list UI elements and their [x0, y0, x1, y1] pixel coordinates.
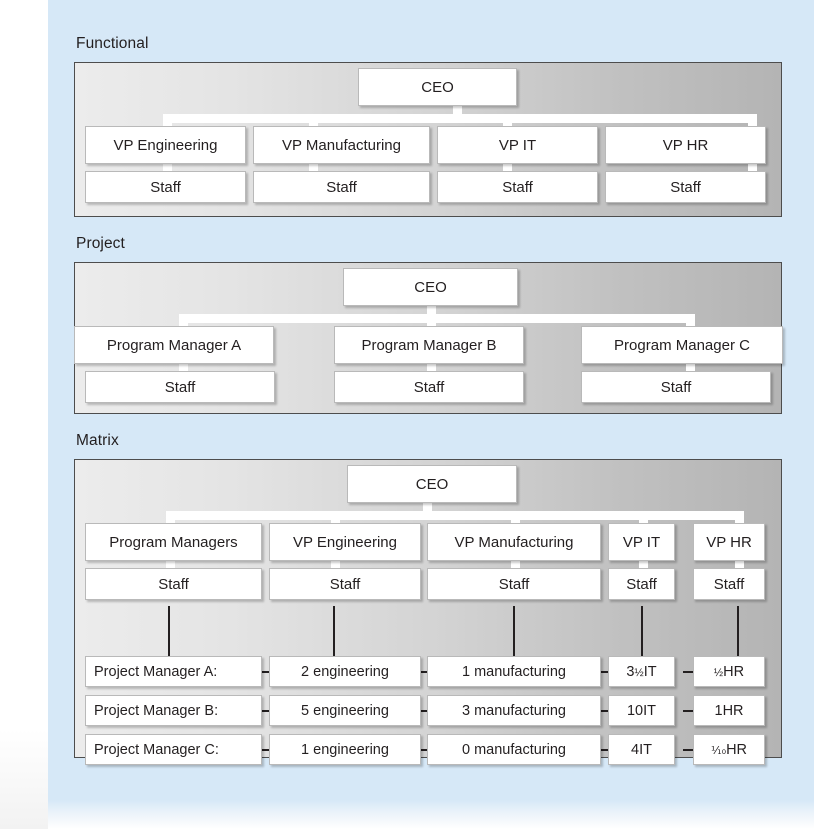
blue-canvas-fade — [48, 800, 814, 829]
node-vp-it[interactable]: VP IT — [437, 126, 598, 164]
dash-b-3 — [599, 710, 611, 712]
row-b-hr-whole: 1 — [714, 702, 723, 719]
connector-vertical-it — [641, 606, 643, 656]
panel-functional: CEO VP Engineering VP Manufacturing VP I… — [74, 62, 782, 217]
row-a-it-suffix: IT — [643, 663, 657, 680]
node-staff-program[interactable]: Staff — [85, 568, 262, 600]
row-c-it-whole: 4 — [631, 741, 640, 758]
row-b-hr[interactable]: 1 HR — [693, 695, 765, 726]
node-staff-a[interactable]: Staff — [85, 371, 275, 403]
row-b-hr-suffix: HR — [722, 702, 744, 719]
row-c-hr[interactable]: ⅒ HR — [693, 734, 765, 765]
row-a-label[interactable]: Project Manager A: — [85, 656, 262, 687]
panel-project: CEO Program Manager A Program Manager B … — [74, 262, 783, 414]
node-ceo[interactable]: CEO — [343, 268, 518, 306]
node-staff-b[interactable]: Staff — [334, 371, 524, 403]
dash-a-1 — [260, 671, 272, 673]
row-c-it-suffix: IT — [639, 741, 652, 758]
row-a-hr[interactable]: ½ HR — [693, 656, 765, 687]
row-c-hr-fraction: ⅒ — [710, 744, 727, 757]
connector-vertical-hr — [737, 606, 739, 656]
dash-b-1 — [260, 710, 272, 712]
rail-horizontal-bus — [163, 114, 757, 123]
dash-a-2 — [419, 671, 431, 673]
node-staff-it[interactable]: Staff — [608, 568, 675, 600]
row-a-hr-suffix: HR — [723, 663, 745, 680]
node-vp-hr[interactable]: VP HR — [693, 523, 765, 561]
dash-c-4 — [683, 749, 695, 751]
row-c-it[interactable]: 4 IT — [608, 734, 675, 765]
row-b-label[interactable]: Project Manager B: — [85, 695, 262, 726]
node-vp-engineering[interactable]: VP Engineering — [269, 523, 421, 561]
section-title-functional: Functional — [76, 35, 149, 52]
dash-a-4 — [683, 671, 695, 673]
row-b-it[interactable]: 10 IT — [608, 695, 675, 726]
node-staff-c[interactable]: Staff — [581, 371, 771, 403]
node-program-manager-c[interactable]: Program Manager C — [581, 326, 783, 364]
dash-c-1 — [260, 749, 272, 751]
node-staff-hr[interactable]: Staff — [605, 171, 766, 203]
dash-b-2 — [419, 710, 431, 712]
row-a-it-whole: 3 — [626, 663, 635, 680]
dash-a-3 — [599, 671, 611, 673]
node-program-manager-a[interactable]: Program Manager A — [74, 326, 274, 364]
dash-c-2 — [419, 749, 431, 751]
connector-vertical-manufacturing — [513, 606, 515, 656]
node-staff-engineering[interactable]: Staff — [85, 171, 246, 203]
row-b-manufacturing[interactable]: 3 manufacturing — [427, 695, 601, 726]
row-c-label[interactable]: Project Manager C: — [85, 734, 262, 765]
node-program-manager-b[interactable]: Program Manager B — [334, 326, 524, 364]
node-vp-manufacturing[interactable]: VP Manufacturing — [427, 523, 601, 561]
node-vp-hr[interactable]: VP HR — [605, 126, 766, 164]
rail-horizontal-bus — [179, 314, 695, 323]
row-a-hr-fraction: ½ — [713, 666, 724, 679]
row-c-hr-suffix: HR — [726, 741, 748, 758]
row-b-it-suffix: IT — [643, 702, 657, 719]
node-staff-engineering[interactable]: Staff — [269, 568, 421, 600]
connector-vertical-engineering — [333, 606, 335, 656]
section-title-matrix: Matrix — [76, 432, 119, 449]
section-title-project: Project — [76, 235, 125, 252]
row-b-engineering[interactable]: 5 engineering — [269, 695, 421, 726]
node-program-managers[interactable]: Program Managers — [85, 523, 262, 561]
connector-vertical-program — [168, 606, 170, 656]
node-ceo[interactable]: CEO — [347, 465, 517, 503]
node-vp-engineering[interactable]: VP Engineering — [85, 126, 246, 164]
node-vp-manufacturing[interactable]: VP Manufacturing — [253, 126, 430, 164]
node-vp-it[interactable]: VP IT — [608, 523, 675, 561]
row-c-manufacturing[interactable]: 0 manufacturing — [427, 734, 601, 765]
row-a-manufacturing[interactable]: 1 manufacturing — [427, 656, 601, 687]
node-staff-hr[interactable]: Staff — [693, 568, 765, 600]
node-ceo[interactable]: CEO — [358, 68, 517, 106]
dash-c-3 — [599, 749, 611, 751]
node-staff-manufacturing[interactable]: Staff — [427, 568, 601, 600]
row-c-engineering[interactable]: 1 engineering — [269, 734, 421, 765]
panel-matrix: CEO Program Managers VP Engineering VP M… — [74, 459, 782, 765]
row-b-it-whole: 10 — [626, 702, 644, 719]
node-staff-manufacturing[interactable]: Staff — [253, 171, 430, 203]
rail-horizontal-bus — [166, 511, 744, 520]
row-a-it-fraction: ½ — [634, 666, 644, 679]
dash-b-4 — [683, 710, 695, 712]
row-a-engineering[interactable]: 2 engineering — [269, 656, 421, 687]
node-staff-it[interactable]: Staff — [437, 171, 598, 203]
